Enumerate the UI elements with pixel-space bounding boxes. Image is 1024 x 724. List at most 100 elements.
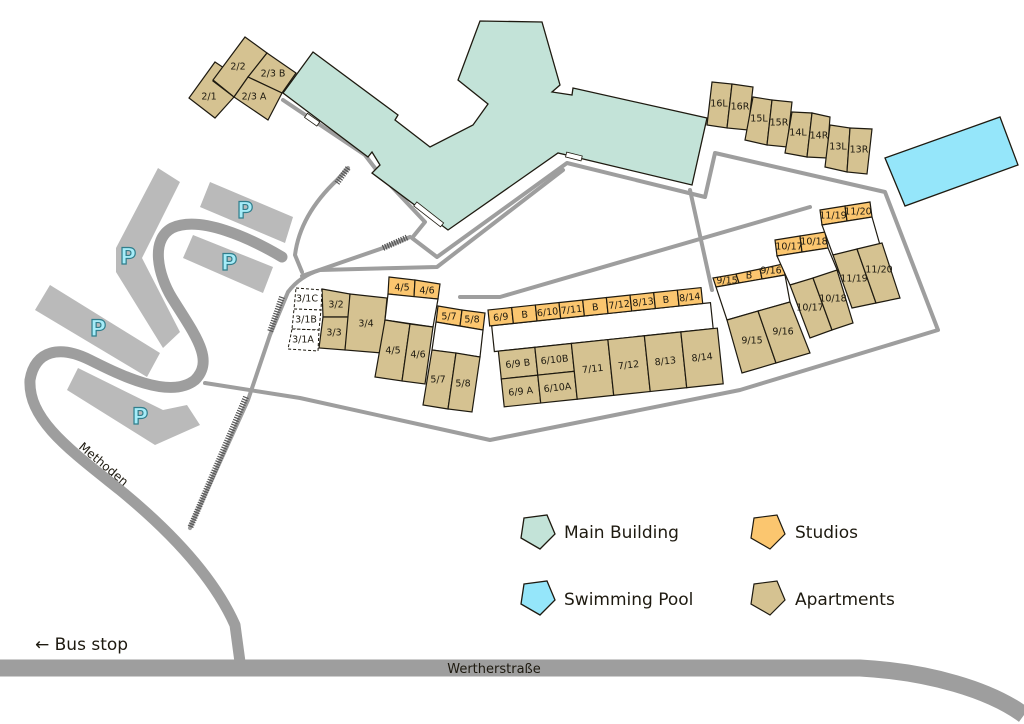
unit-9-16[interactable] [757, 301, 811, 364]
legend-label: Main Building [564, 523, 679, 543]
unit-label: 11/20 [865, 265, 892, 276]
block-4: 4/5 4/6 4/5 4/6 [374, 276, 441, 385]
unit-label: 8/14 [679, 291, 701, 304]
swimming-pool[interactable] [884, 116, 1019, 207]
legend-label: Apartments [795, 590, 895, 610]
unit-4-6[interactable] [401, 323, 434, 385]
unit-label: 13L [829, 142, 847, 153]
road-path-east [688, 188, 714, 292]
apartments-swatch-icon [750, 580, 786, 616]
parking-lot[interactable] [183, 235, 273, 293]
block-11: 11/19 11/20 11/19 11/20 [819, 201, 901, 309]
unit-label: 8/13 [654, 355, 676, 368]
unit-11-20[interactable] [856, 242, 901, 304]
stairs [334, 166, 351, 185]
unit-label: 10/18 [819, 294, 846, 305]
parking-lot[interactable] [200, 182, 293, 243]
unit-5-8[interactable] [447, 352, 481, 413]
block-9: 9/15 B 9/16 9/15 9/16 [712, 263, 811, 374]
unit-label: 6/10A [543, 381, 572, 395]
road-wertherstrasse [0, 659, 1024, 722]
parking-lot[interactable] [35, 285, 160, 377]
unit-label: 7/12 [617, 359, 639, 372]
unit-label: 7/11 [560, 304, 582, 317]
unit-label: 3/4 [358, 319, 373, 330]
unit-label: 9/16 [760, 266, 781, 277]
unit-label: 8/14 [691, 351, 713, 364]
block-3: 3/1C 3/1B 3/1A 3/2 3/3 3/4 [287, 287, 388, 354]
unit-label: 3/1B [295, 315, 317, 326]
studio-8-14[interactable] [676, 286, 704, 307]
unit-label: 11/20 [844, 207, 871, 218]
parking-lot[interactable] [67, 368, 200, 445]
door-icon [565, 151, 583, 162]
unit-label: 4/6 [419, 286, 434, 297]
legend-item-swimming-pool: Swimming Pool [520, 580, 693, 616]
main-building[interactable] [282, 20, 708, 231]
roads [0, 98, 1024, 722]
parking-icon: P [90, 317, 106, 342]
unit-label: 9/15 [741, 336, 762, 347]
unit-8-14[interactable] [680, 327, 724, 389]
bus-stop-label[interactable]: ← Bus stop [35, 635, 128, 655]
unit-label: 6/9 [493, 311, 509, 324]
road-path-north [293, 166, 350, 274]
unit-label: 4/5 [394, 283, 409, 294]
unit-label: 5/7 [441, 312, 456, 323]
apartments-6-8: 6/9 B 6/9 A 6/10B 6/10A 7/11 7/12 8/13 8… [497, 327, 724, 408]
main-building-swatch-icon [520, 514, 556, 550]
door-icon [413, 201, 445, 228]
unit-13r[interactable] [846, 127, 873, 175]
unit-2-3a[interactable] [233, 76, 283, 121]
unit-label: 7/11 [582, 363, 604, 376]
stairs [267, 296, 285, 333]
unit-label: 6/10 [536, 306, 558, 319]
parking-signs: P P P P P [89, 198, 253, 430]
unit-label: 16R [731, 102, 750, 113]
unit-label: 3/1C [296, 294, 318, 305]
unit-label: 16L [710, 99, 728, 110]
parking-icon: P [221, 251, 237, 276]
unit-label: B [521, 309, 529, 321]
unit-label: 10/17 [775, 242, 802, 253]
legend-item-apartments: Apartments [750, 580, 895, 616]
unit-label: 10/18 [800, 237, 827, 248]
parking-areas [35, 168, 293, 445]
unit-label: 5/8 [464, 315, 479, 326]
unit-label: 13R [850, 145, 869, 156]
unit-label: B [746, 271, 753, 282]
unit-label: 2/1 [201, 92, 216, 103]
street-label-wertherstrasse: Wertherstraße [447, 662, 540, 677]
legend-item-main-building: Main Building [520, 514, 679, 550]
unit-10-18[interactable] [812, 269, 854, 331]
block-5: 5/7 5/8 5/7 5/8 [422, 305, 486, 413]
unit-label: 15R [770, 118, 789, 129]
unit-label: 9/16 [772, 327, 793, 338]
unit-label: 4/5 [385, 346, 400, 357]
unit-label: 7/12 [608, 299, 630, 312]
unit-label: 15L [750, 114, 768, 125]
unit-label: 14R [810, 131, 829, 142]
block-2: 2/1 2/2 2/3 B 2/3 A [188, 36, 297, 121]
unit-label: 6/9 B [505, 357, 531, 371]
unit-label: 6/10B [540, 353, 569, 367]
unit-label: 5/7 [430, 375, 445, 386]
road-path-studios [458, 205, 812, 299]
parking-icon: P [237, 199, 253, 224]
unit-label: 14L [789, 128, 807, 139]
studios-6-8: 6/9 B 6/10 7/11 B 7/12 8/13 B 8/14 [487, 286, 704, 327]
door-icon [303, 112, 321, 127]
road-methoden [24, 218, 288, 668]
legend-item-studios: Studios [750, 514, 858, 550]
unit-label: 11/19 [840, 274, 867, 285]
parking-lot[interactable] [116, 168, 180, 348]
unit-label: 3/1A [292, 335, 314, 346]
unit-label: 2/3 B [261, 69, 286, 80]
unit-3-1a[interactable] [287, 328, 320, 352]
entrances [303, 112, 583, 228]
unit-label: 9/15 [716, 276, 737, 287]
unit-label: 4/6 [410, 350, 425, 361]
legend-label: Swimming Pool [564, 590, 693, 610]
unit-label: 2/2 [230, 62, 245, 73]
